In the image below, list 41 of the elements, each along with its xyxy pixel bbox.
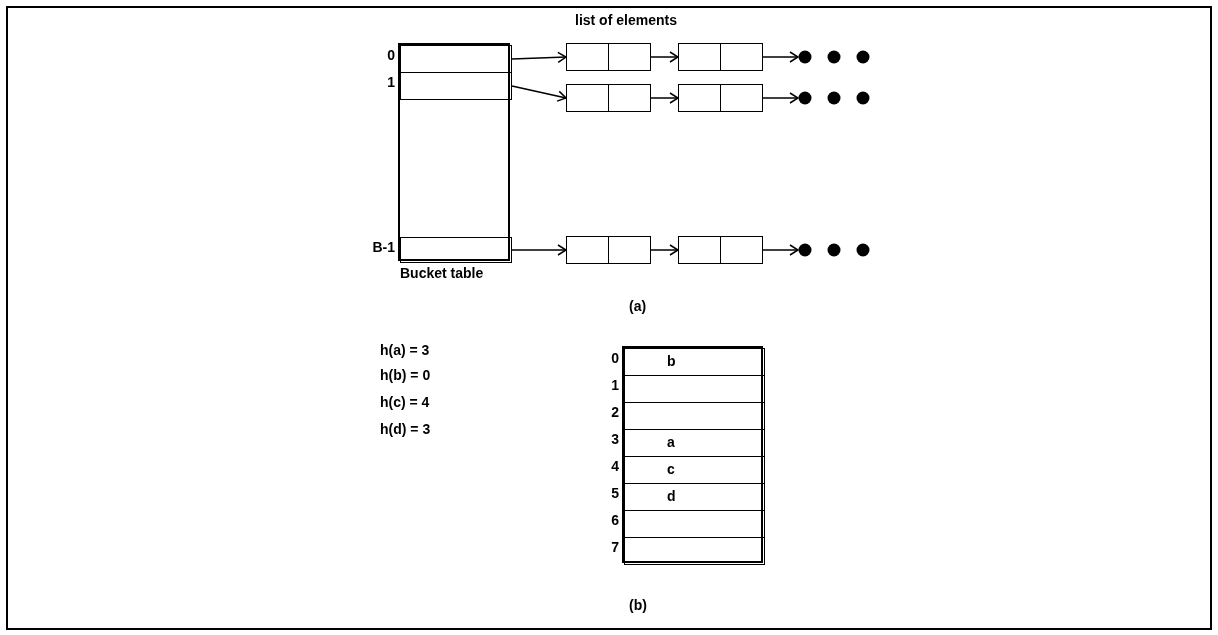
arrow: [511, 85, 567, 102]
arrow: [762, 51, 799, 63]
row-index: 4: [611, 458, 619, 474]
row-index: 5: [611, 485, 619, 501]
ellipsis-dots: [798, 50, 870, 64]
arrow: [650, 51, 679, 63]
hash-equation: h(c) = 4: [380, 394, 430, 410]
arrow: [762, 244, 799, 256]
list-element-box: [566, 236, 651, 264]
cell-value: c: [667, 461, 675, 477]
list-element-box: [678, 236, 763, 264]
ellipsis-dots: [798, 243, 870, 257]
panel-label: (b): [629, 597, 647, 613]
ellipsis-dots: [798, 91, 870, 105]
arrow: [650, 92, 679, 104]
row-index: 7: [611, 539, 619, 555]
row-index: 1: [387, 74, 395, 90]
list-element-box: [678, 43, 763, 71]
row-index: 2: [611, 404, 619, 420]
list-element-box: [566, 43, 651, 71]
row-index: 6: [611, 512, 619, 528]
row-index: 1: [611, 377, 619, 393]
row-index: 0: [611, 350, 619, 366]
cell-value: a: [667, 434, 675, 450]
list-element-box: [566, 84, 651, 112]
row-index: B-1: [372, 239, 395, 255]
list-element-box: [678, 84, 763, 112]
panel-label: (a): [629, 298, 647, 314]
cell-value: b: [667, 353, 676, 369]
table-caption: Bucket table: [400, 265, 484, 281]
arrow: [511, 51, 567, 64]
cell-value: d: [667, 488, 676, 504]
arrow: [650, 244, 679, 256]
row-index: 0: [387, 47, 395, 63]
list-heading: list of elements: [575, 12, 677, 28]
hash-equation: h(a) = 3: [380, 342, 430, 358]
arrow: [511, 244, 567, 256]
hash-equation: h(b) = 0: [380, 367, 431, 383]
hash-equation: h(d) = 3: [380, 421, 431, 437]
arrow: [762, 92, 799, 104]
row-index: 3: [611, 431, 619, 447]
